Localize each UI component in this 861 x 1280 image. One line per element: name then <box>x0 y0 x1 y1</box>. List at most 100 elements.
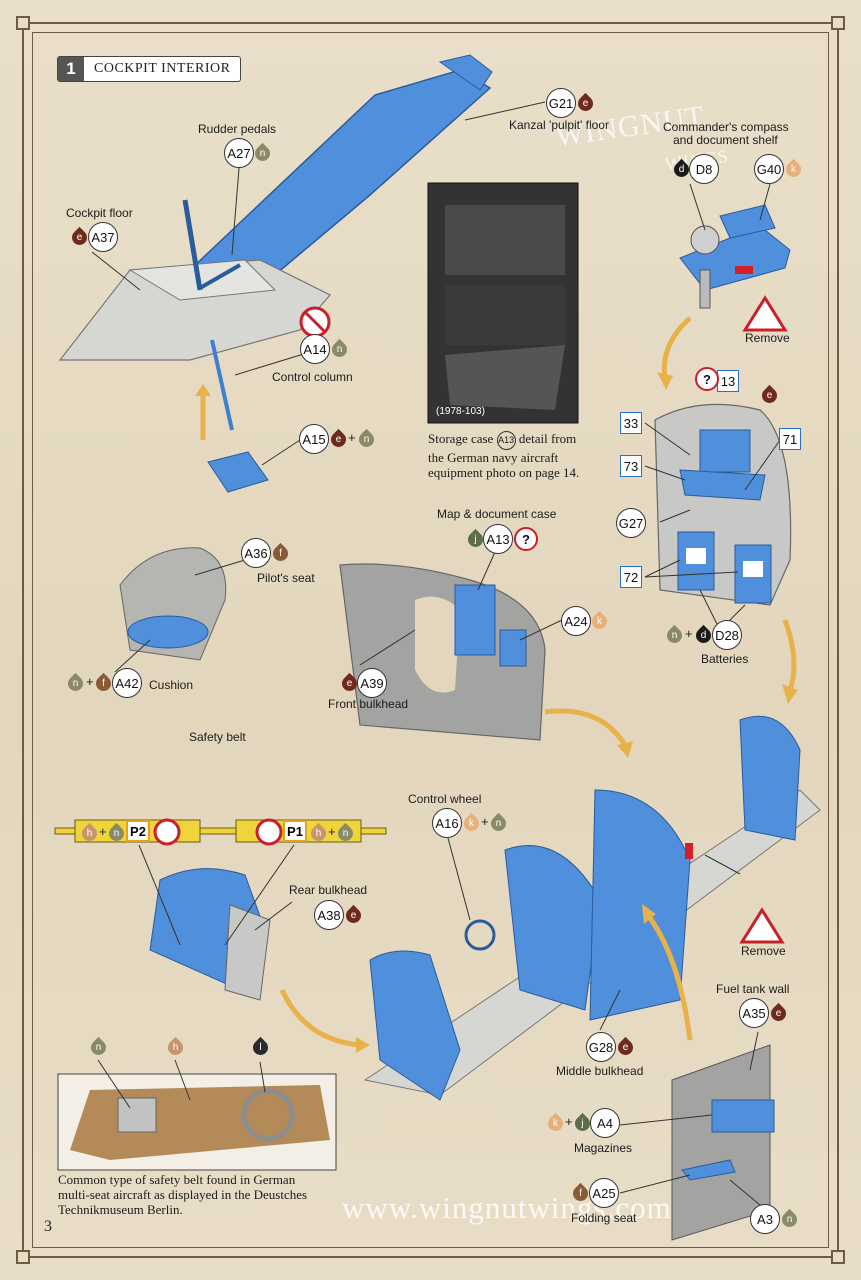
leader-line <box>114 639 151 673</box>
border-corner <box>16 1250 30 1264</box>
label-folding-seat: Folding seat <box>571 1211 637 1225</box>
label-magazines: Magazines <box>574 1141 633 1155</box>
assembly-arrow-head <box>195 384 211 396</box>
leader-line <box>619 1114 713 1126</box>
battery-label <box>743 561 763 577</box>
compass-mount-part <box>699 429 751 473</box>
belt-strap-end <box>199 827 241 835</box>
assembly-arrow-head <box>617 741 633 758</box>
part-a15: A15 <box>299 424 329 454</box>
part-g21: G21 <box>546 88 576 118</box>
part-a37: A37 <box>88 222 118 252</box>
control-column-base-part <box>207 451 269 493</box>
photo-caption-part: equipment photo on page 14. <box>428 465 580 480</box>
label-fuel-tank-wall: Fuel tank wall <box>716 982 790 996</box>
paint-drop-k: k <box>460 812 483 835</box>
leader-line <box>644 571 739 578</box>
leader-line <box>477 551 496 591</box>
pilot-seat-assembled <box>369 950 461 1101</box>
ref-13: 13 <box>717 370 739 392</box>
belt-caption: Common type of safety belt found in Germ… <box>58 1172 348 1217</box>
map-case-part <box>454 584 496 656</box>
leader-line <box>659 509 691 523</box>
plus-sign: + <box>99 824 107 839</box>
belt-photo-buckle <box>117 1097 157 1133</box>
paint-drop-e: e <box>338 672 361 695</box>
label-kanzal-floor: Kanzal 'pulpit' floor <box>509 118 609 132</box>
assembly-arrow <box>279 988 361 1048</box>
ref-33: 33 <box>620 412 642 434</box>
paint-drop-h: h <box>164 1036 187 1059</box>
front-bulkhead-assembled <box>504 845 601 1011</box>
paint-drop-d: d <box>692 624 715 647</box>
no-elephant-icon <box>255 818 283 846</box>
paint-drop-h: h <box>307 822 330 845</box>
paint-drop-e: e <box>758 384 781 407</box>
leader-line <box>689 183 706 231</box>
leader-line <box>254 901 293 931</box>
pe-part-p2: P2 <box>126 820 150 842</box>
label-middle-bulkhead: Middle bulkhead <box>556 1064 644 1078</box>
label-rudder-pedals: Rudder pedals <box>198 122 277 136</box>
rudder-pedal-bar <box>199 263 241 290</box>
rear-bulkhead-part <box>224 904 271 1001</box>
label-safety-belt: Safety belt <box>189 730 246 744</box>
leader-line <box>644 559 681 578</box>
part-g40: G40 <box>754 154 784 184</box>
label-map-case: Map & document case <box>437 507 557 521</box>
paint-drop-k: k <box>782 158 805 181</box>
paint-drop-f: f <box>92 672 115 695</box>
leader-line <box>138 844 181 946</box>
assembly-arrow <box>544 708 628 747</box>
plus-sign: + <box>565 1114 573 1129</box>
leader-line <box>749 1031 759 1071</box>
label-commander-line1: Commander's compass <box>663 120 789 134</box>
do-not-glue-icon-slash <box>303 310 327 334</box>
paint-drop-k: k <box>544 1112 567 1135</box>
photo-case-flap <box>445 345 565 410</box>
page-border-outer <box>22 22 839 1258</box>
ref-72: 72 <box>620 566 642 588</box>
photo-caption-part: Storage case <box>428 431 494 446</box>
label-commander-line2: and document shelf <box>673 133 778 147</box>
page-number: 3 <box>44 1218 52 1235</box>
belt-caption-line: multi-seat aircraft as displayed in the … <box>58 1187 308 1202</box>
no-elephant-icon <box>153 818 181 846</box>
border-corner <box>16 16 30 30</box>
assembly-arrow-head <box>657 372 673 390</box>
shelf-mounted-part <box>679 469 766 501</box>
a24-part <box>499 629 527 667</box>
part-a39: A39 <box>357 668 387 698</box>
label-rear-bulkhead: Rear bulkhead <box>289 883 368 897</box>
pe-part-p1: P1 <box>283 820 307 842</box>
assembly-arrow-head <box>782 684 798 704</box>
photo-case-top <box>445 205 565 275</box>
belt-strap-end <box>360 827 387 835</box>
leader-line <box>729 1179 761 1206</box>
paint-drop-l: l <box>249 1036 272 1059</box>
ref-71: 71 <box>779 428 801 450</box>
leader-line <box>464 101 546 121</box>
battery-label <box>686 548 706 564</box>
plus-sign: + <box>86 674 94 689</box>
control-wheel-part <box>464 919 496 951</box>
photo-case-middle <box>445 285 565 345</box>
bulkhead-opening <box>415 596 460 693</box>
part-a3: A3 <box>750 1204 780 1234</box>
leader-line <box>704 854 741 875</box>
part-d28: D28 <box>712 620 742 650</box>
part-a42: A42 <box>112 668 142 698</box>
ref-73: 73 <box>620 455 642 477</box>
label-batteries: Batteries <box>701 652 749 666</box>
paint-drop-n: n <box>334 822 357 845</box>
label-front-bulkhead: Front bulkhead <box>328 697 409 711</box>
paint-drop-n: n <box>64 672 87 695</box>
rudder-pedal-stick <box>182 199 203 291</box>
label-cushion: Cushion <box>149 678 194 692</box>
question-icon: ? <box>514 527 538 551</box>
page-border-inner <box>32 32 829 1248</box>
leader-line <box>359 629 416 666</box>
shelf-upright-part <box>719 204 776 239</box>
assembly-arrow <box>782 619 797 691</box>
